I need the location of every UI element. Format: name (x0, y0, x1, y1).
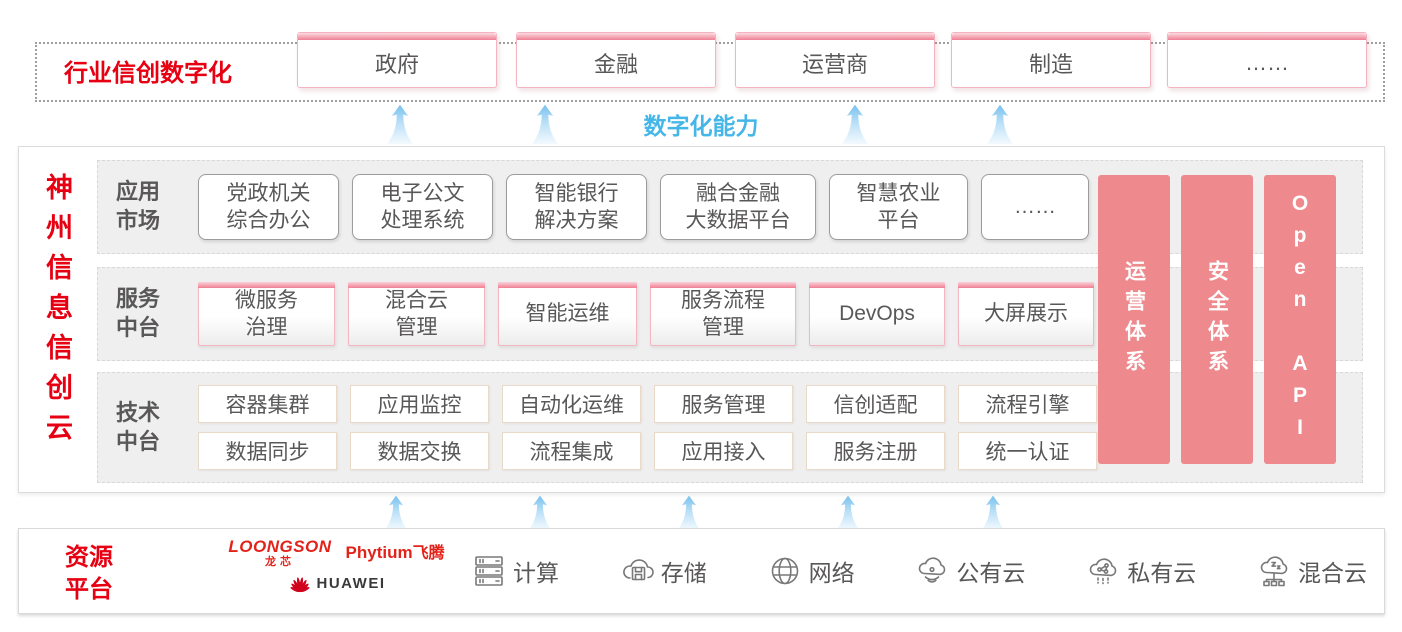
network-globe-icon (771, 557, 798, 585)
technical-cards-row1: 容器集群 应用监控 自动化运维 服务管理 信创适配 流程引擎 (198, 385, 1097, 423)
industry-box-more: …… (1167, 32, 1367, 88)
resource-item-label: 网络 (808, 560, 855, 586)
tech-card: 容器集群 (198, 385, 337, 423)
industry-panel-title: 行业信创数字化 (64, 60, 232, 87)
pillar-label: Open API (1288, 191, 1312, 448)
resource-item-network: 网络 (767, 553, 855, 589)
pillar-label: 安全体系 (1205, 259, 1229, 380)
app-card: 党政机关 综合办公 (198, 174, 339, 240)
huawei-wordmark: HUAWEI (316, 574, 386, 592)
hybrid-cloud-icon (1260, 556, 1288, 587)
service-card: DevOps (809, 282, 945, 346)
up-arrow-icon (523, 495, 557, 530)
tech-card: 服务注册 (806, 432, 945, 470)
private-cloud-icon (1089, 558, 1117, 585)
application-cards: 党政机关 综合办公 电子公文 处理系统 智能银行 解决方案 融合金融 大数据平台… (198, 174, 1089, 240)
up-arrow-icon (383, 104, 417, 144)
service-card: 智能运维 (498, 282, 637, 346)
app-card: 智能银行 解决方案 (506, 174, 647, 240)
service-cards: 微服务 治理 混合云 管理 智能运维 服务流程 管理 DevOps 大屏展示 (198, 282, 1094, 346)
app-card: 融合金融 大数据平台 (660, 174, 816, 240)
industry-box-finance: 金融 (516, 32, 716, 88)
vendor-logos: LOONGSON 龙芯 Phytium飞腾 (219, 538, 454, 594)
up-arrow-icon (838, 104, 872, 144)
resource-item-label: 混合云 (1297, 560, 1367, 586)
resource-item-label: 存储 (660, 560, 707, 586)
resource-item-private-cloud: 私有云 (1085, 553, 1196, 589)
tech-card: 流程引擎 (958, 385, 1097, 423)
tech-card: 自动化运维 (502, 385, 641, 423)
industry-box-operator: 运营商 (735, 32, 935, 88)
loongson-wordmark: LOONGSON (228, 537, 332, 556)
tech-card: 服务管理 (654, 385, 793, 423)
pillar-label: 运营体系 (1122, 259, 1146, 380)
up-arrow-icon (672, 495, 706, 530)
resource-item-label: 计算 (513, 560, 559, 586)
service-card: 混合云 管理 (348, 282, 485, 346)
phytium-wordmark: Phytium (345, 543, 413, 562)
service-card: 大屏展示 (958, 282, 1094, 346)
resource-item-label: 私有云 (1127, 560, 1197, 586)
platform-vertical-title: 神州信息信创云 (42, 173, 72, 453)
up-arrow-icon (831, 495, 865, 530)
resource-items: 计算 存储 网络 (471, 529, 1373, 613)
pillar-operation-system: 运营体系 (1098, 175, 1170, 464)
compute-server-icon (475, 556, 503, 586)
app-card: 电子公文 处理系统 (352, 174, 493, 240)
up-arrow-icon (983, 104, 1017, 144)
tech-card: 统一认证 (958, 432, 1097, 470)
resource-item-storage: 存储 (619, 553, 707, 589)
resource-panel-title: 资源 平台 (65, 544, 113, 604)
row-application-market: 应用 市场 党政机关 综合办公 电子公文 处理系统 智能银行 解决方案 融合金融… (97, 160, 1363, 254)
technical-cards: 容器集群 应用监控 自动化运维 服务管理 信创适配 流程引擎 数据同步 数据交换… (198, 385, 1097, 470)
app-card-more: …… (981, 174, 1089, 240)
resource-item-public-cloud: 公有云 (914, 553, 1025, 589)
row-label: 应用 市场 (116, 179, 161, 233)
tech-card: 数据交换 (350, 432, 489, 470)
storage-cloud-icon (622, 559, 654, 581)
row-technical-platform: 技术 中台 容器集群 应用监控 自动化运维 服务管理 信创适配 流程引擎 数据同… (97, 372, 1363, 483)
resource-panel: 资源 平台 LOONGSON 龙芯 Phytium飞腾 (18, 528, 1385, 614)
row-service-platform: 服务 中台 微服务 治理 混合云 管理 智能运维 服务流程 管理 DevOps … (97, 267, 1363, 361)
up-arrow-icon (976, 495, 1010, 530)
pillar-security-system: 安全体系 (1181, 175, 1253, 464)
resource-item-hybrid-cloud: 混合云 (1256, 553, 1367, 589)
huawei-flower-icon (289, 577, 310, 593)
service-card: 微服务 治理 (198, 282, 335, 346)
huawei-logo: HUAWEI (288, 572, 386, 594)
industry-box-government: 政府 (297, 32, 497, 88)
tech-card: 信创适配 (806, 385, 945, 423)
row-label: 技术 中台 (116, 399, 161, 454)
vendor-row: LOONGSON 龙芯 Phytium飞腾 (228, 538, 444, 568)
loongson-chinese: 龙芯 (264, 556, 295, 568)
industry-box-manufacturing: 制造 (951, 32, 1151, 88)
row-label: 服务 中台 (116, 286, 161, 340)
technical-cards-row2: 数据同步 数据交换 流程集成 应用接入 服务注册 统一认证 (198, 432, 1097, 470)
loongson-logo: LOONGSON 龙芯 (228, 538, 331, 568)
platform-panel: 神州信息信创云 应用 市场 党政机关 综合办公 电子公文 处理系统 智能银行 解… (18, 146, 1385, 493)
app-card: 智慧农业 平台 (829, 174, 968, 240)
service-card: 服务流程 管理 (650, 282, 796, 346)
phytium-logo: Phytium飞腾 (346, 544, 445, 562)
public-cloud-icon (919, 557, 946, 583)
capability-label: 数字化能力 (643, 113, 759, 139)
tech-card: 应用接入 (654, 432, 793, 470)
resource-item-label: 公有云 (956, 560, 1026, 586)
resource-item-compute: 计算 (471, 553, 559, 589)
tech-card: 应用监控 (350, 385, 489, 423)
pillar-open-api: Open API (1264, 175, 1336, 464)
phytium-chinese: 飞腾 (412, 545, 445, 562)
up-arrow-icon (379, 495, 413, 530)
up-arrow-icon (528, 104, 562, 144)
tech-card: 数据同步 (198, 432, 337, 470)
tech-card: 流程集成 (502, 432, 641, 470)
